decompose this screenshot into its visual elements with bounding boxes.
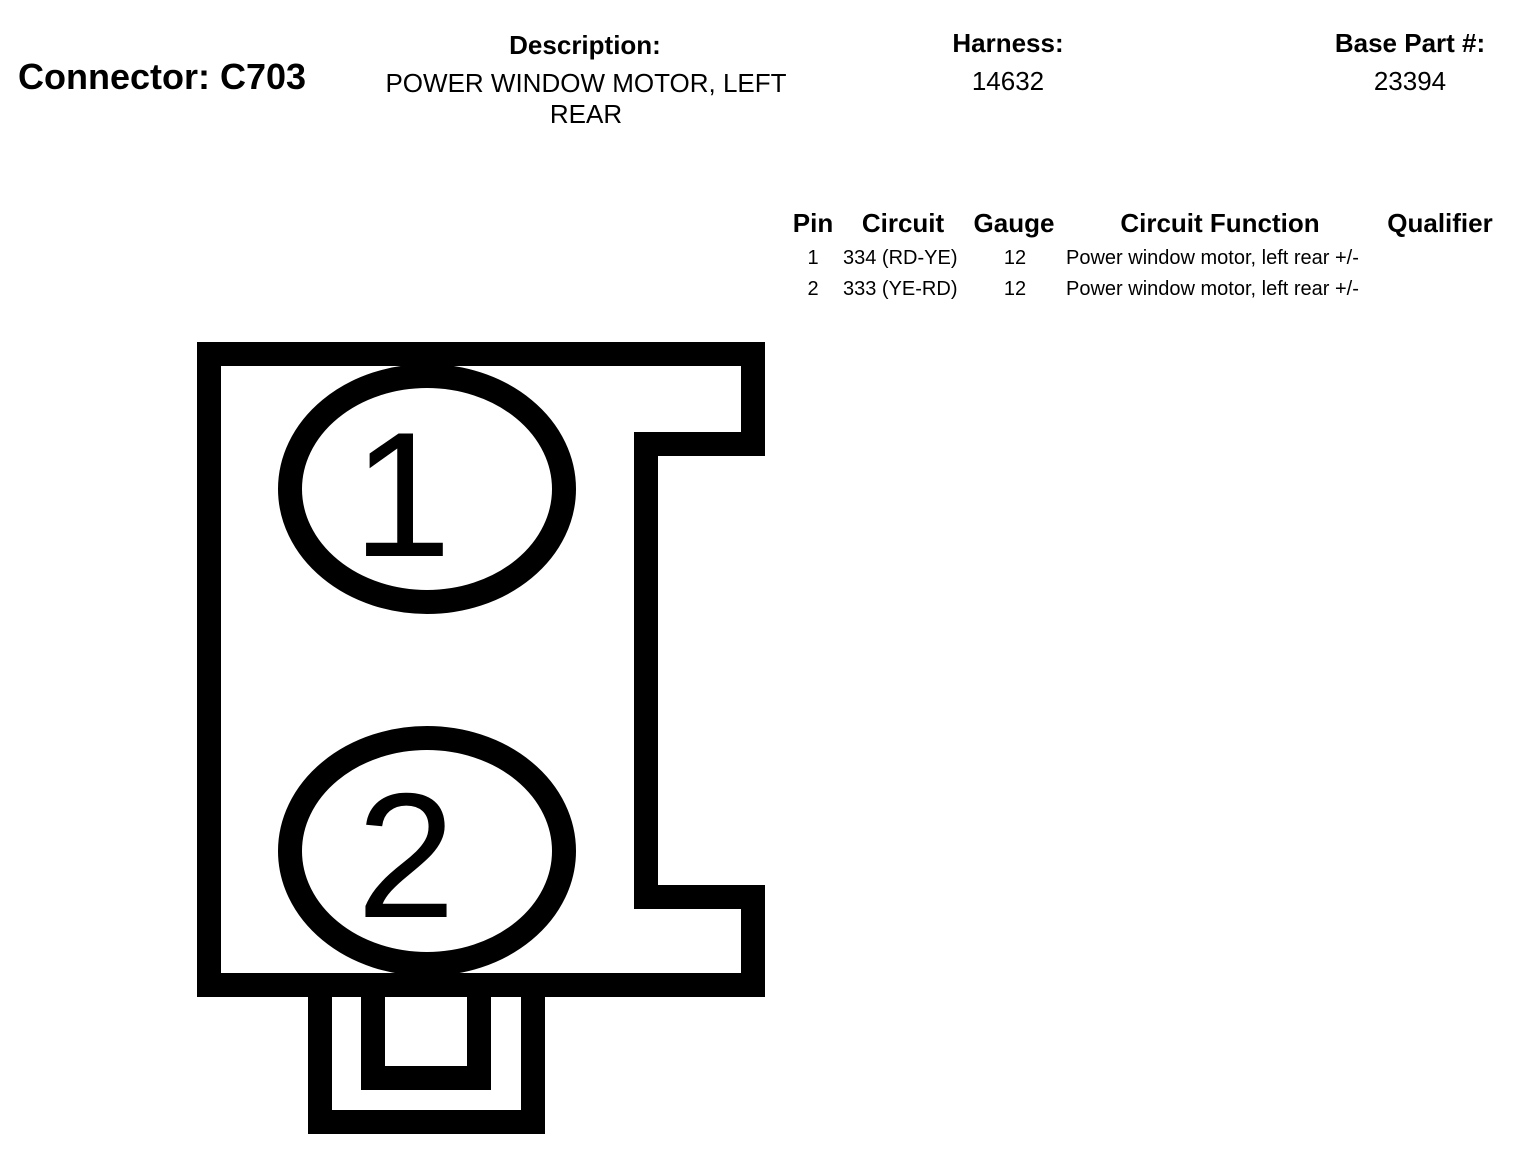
gauge-column-header: Gauge (973, 208, 1055, 238)
harness-label: Harness: (952, 28, 1064, 58)
connector-housing-outline (197, 342, 765, 997)
description-value: POWER WINDOW MOTOR, LEFT REAR (385, 68, 787, 129)
connector-title: Connector: C703 (18, 56, 307, 97)
table-row: 1 334 (RD-YE) 12 Power window motor, lef… (0, 247, 1520, 277)
pin-1-label: 1 (353, 395, 452, 594)
pin-2-label: 2 (357, 756, 456, 955)
circuit-function-cell: Power window motor, left rear +/- (1066, 278, 1359, 300)
locking-tab-outer (308, 980, 545, 1134)
gauge-cell: 12 (1003, 247, 1027, 269)
circuit-function-cell: Power window motor, left rear +/- (1066, 247, 1359, 269)
base-part-value: 23394 (1373, 66, 1447, 96)
table-row: 2 333 (YE-RD) 12 Power window motor, lef… (0, 278, 1520, 308)
harness-value: 14632 (971, 66, 1045, 96)
pin-cell: 1 (807, 247, 819, 269)
gauge-cell: 12 (1003, 278, 1027, 300)
pin-column-header: Pin (792, 208, 834, 238)
circuit-function-column-header: Circuit Function (1120, 208, 1320, 238)
pin-2-cavity (278, 726, 576, 976)
pin-cell: 2 (807, 278, 819, 300)
qualifier-column-header: Qualifier (1387, 208, 1493, 238)
base-part-label: Base Part #: (1334, 28, 1486, 58)
locking-tab-inner (361, 980, 491, 1090)
description-label: Description: (509, 30, 661, 60)
circuit-cell: 333 (YE-RD) (843, 278, 958, 300)
pin-1-cavity (278, 364, 576, 614)
circuit-cell: 334 (RD-YE) (843, 247, 958, 269)
circuit-column-header: Circuit (861, 208, 945, 238)
